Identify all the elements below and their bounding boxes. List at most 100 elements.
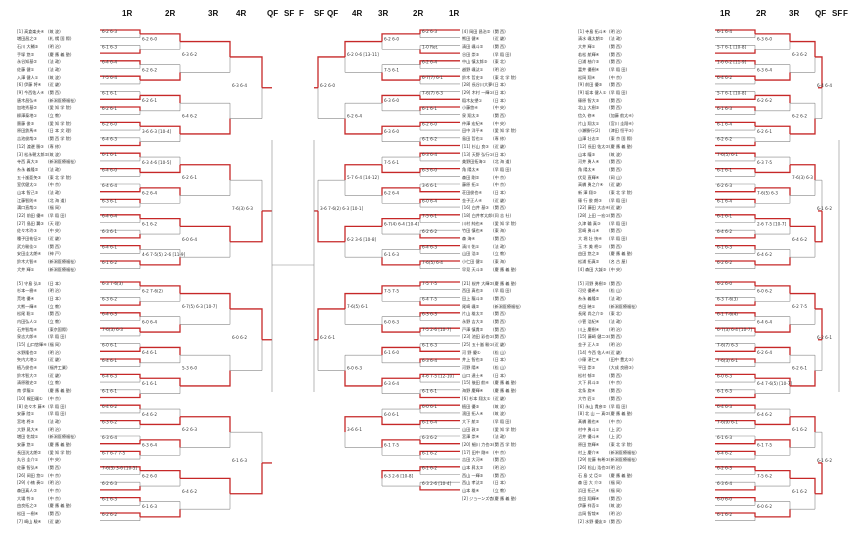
player-entry: 谷田 崇③(早 稲 田)	[462, 51, 537, 59]
player-school: (大成 良樹③)	[609, 365, 634, 371]
player-school: (近 畿)	[493, 342, 506, 347]
bracket-winner-line	[230, 308, 263, 340]
bracket-winner-line	[419, 358, 460, 363]
player-name: [18] 白井孝太郎②	[462, 213, 493, 218]
player-name: 宮地 柊③	[17, 418, 35, 424]
bracket-winner-line	[715, 234, 756, 239]
bracket-winner-line	[755, 217, 791, 227]
player-entry: 石井智哉④(東京国際)	[17, 326, 92, 334]
player-name: [10] 梶田颯①	[17, 395, 43, 401]
player-school: (新潟医療福祉)	[609, 303, 637, 309]
match-score: 7-6(9) 6-1	[717, 419, 738, 424]
match-score: 7-5 2-6 [10-7]	[422, 327, 451, 332]
player-name: [28] 上田 一宏①	[578, 213, 609, 218]
bracket-winner-line	[755, 164, 791, 174]
player-school: (慶 應 義 塾)	[493, 380, 517, 386]
player-school: (慶 應 義 塾)	[48, 503, 72, 509]
player-entry: 泉志大郎④(早 稲 田)	[17, 333, 92, 341]
player-name: [26] 岡田 悠①	[17, 472, 44, 478]
player-entry: 大野 晃大④(明 治)	[17, 426, 92, 434]
match-score: 6-2 6-2	[717, 137, 732, 142]
player-name: 仲澤 宏紀④	[462, 120, 484, 126]
player-name: 金子正人④	[462, 197, 483, 203]
player-school: (新潟医療福祉)	[493, 303, 521, 309]
player-entry: 大井 輝①(関 西)	[578, 43, 653, 51]
bracket-winner-line	[419, 121, 460, 127]
match-score: 7-6(3) 6-3	[102, 327, 123, 332]
player-name: 糸永 義隆②	[578, 295, 600, 301]
bracket-winner-line	[419, 419, 460, 425]
player-school: (早 稲 田)	[609, 220, 628, 226]
player-school: (関 西)	[493, 28, 506, 34]
player-entry: 可児 優希④(松 山)	[578, 287, 653, 295]
bracket-winner-line	[419, 327, 460, 333]
player-name: 尾崎 颯②	[462, 303, 480, 309]
player-school: (中 京)	[493, 182, 506, 188]
player-school: (関 西)	[609, 518, 622, 524]
match-score: 6-1 6-1	[717, 167, 732, 172]
player-entry: 安藤 陸①(早 稲 田)	[17, 410, 92, 418]
player-school: (愛 知 学 院)	[48, 449, 72, 455]
bracket-winner-line	[100, 106, 141, 111]
player-entry: 原田鉄馬④(日 本 文 理)	[17, 127, 92, 135]
match-score: 6-0 6-4	[142, 319, 157, 324]
player-entry: 内田弘人①(立 教)	[17, 318, 92, 326]
player-name: [29] 木村 一輝①	[462, 90, 493, 95]
bracket-winner-line	[755, 257, 791, 266]
player-name: 藤原 拓①	[462, 182, 480, 188]
match-score: 6-2 6-1	[817, 335, 832, 340]
player-name: 南 伊龍①	[17, 388, 35, 394]
player-school: (近 畿)	[48, 82, 61, 88]
player-school: (関 西)	[609, 395, 622, 401]
match-score: 6-4 6-4	[757, 319, 772, 324]
match-score: 6-0 6-2	[232, 335, 247, 340]
player-school: (中 央)	[493, 120, 506, 126]
bracket-winner-line	[419, 75, 460, 81]
player-entry: [12] 渡邊 勝③(専 修)	[17, 143, 92, 151]
player-name: [28] 長谷川大夢①	[462, 82, 493, 88]
player-entry: 美野田拓海①(北 海 道)	[462, 158, 537, 166]
bracket-winner-line	[140, 33, 181, 42]
player-name: 荘田俊也④	[462, 189, 483, 195]
match-score: 6-3 6-2	[102, 419, 117, 424]
player-school: (慶 應 義 塾)	[493, 388, 517, 394]
player-name: 村中 勇斗①	[578, 426, 600, 432]
player-name: 原田鉄馬④	[17, 128, 38, 134]
bracket-winner-line	[419, 373, 460, 379]
player-school: (福 岡)	[48, 342, 61, 347]
player-entry: 大下 航②(早 稲 田)	[462, 418, 537, 426]
match-score: 6-1 6-2	[792, 489, 807, 494]
bracket-winner-line	[715, 49, 756, 54]
player-entry: 松岡 翔④(中 京)	[578, 74, 653, 82]
match-score: 6-4 6-2	[717, 75, 732, 80]
player-entry: 松田 一樹④(関 西)	[17, 510, 92, 518]
bracket-winner-line	[815, 56, 823, 88]
player-school: (新潟医療福祉)	[48, 434, 76, 440]
player-school: (法 政)	[609, 36, 622, 42]
match-score: 7-6(7) 6-3	[717, 342, 738, 347]
match-score: 6-4 7-6(5) [10-7]	[757, 381, 792, 386]
player-entry: 荒地 優④(日 本)	[17, 295, 92, 303]
player-school: (法 政)	[493, 243, 506, 249]
bracket-winner-line	[180, 292, 231, 309]
match-score: 6-2 6-4	[422, 60, 437, 65]
player-school: (中 京)	[48, 395, 61, 401]
player-name: 清水 颯太朗②	[578, 36, 604, 42]
bracket-winner-line	[180, 164, 231, 181]
match-score: 6-1 6-2	[817, 458, 832, 463]
section-b-player-list: [5] 守島 弘③(日 本)杉本一樹④(明 治)荒地 優④(日 本)大熊一輝④(…	[17, 280, 92, 526]
header-f-right: F	[843, 9, 848, 18]
player-entry: 北山 大樹③(関 西)	[578, 104, 653, 112]
bracket-winner-line	[715, 214, 756, 219]
bracket-winner-line	[100, 327, 141, 333]
player-school: (田中 豊太③)	[609, 357, 634, 363]
player-school: (明 治)	[493, 66, 506, 72]
player-name: 室伏健太①	[17, 182, 38, 188]
player-name: [29] 小楠 奏①	[17, 480, 44, 486]
player-school: (日 本)	[493, 372, 506, 378]
bracket-winner-line	[100, 281, 141, 286]
bracket-winner-line	[715, 260, 756, 265]
match-score: 6-4 6-4	[102, 183, 117, 188]
match-score: 6-2 6-4	[757, 350, 772, 355]
